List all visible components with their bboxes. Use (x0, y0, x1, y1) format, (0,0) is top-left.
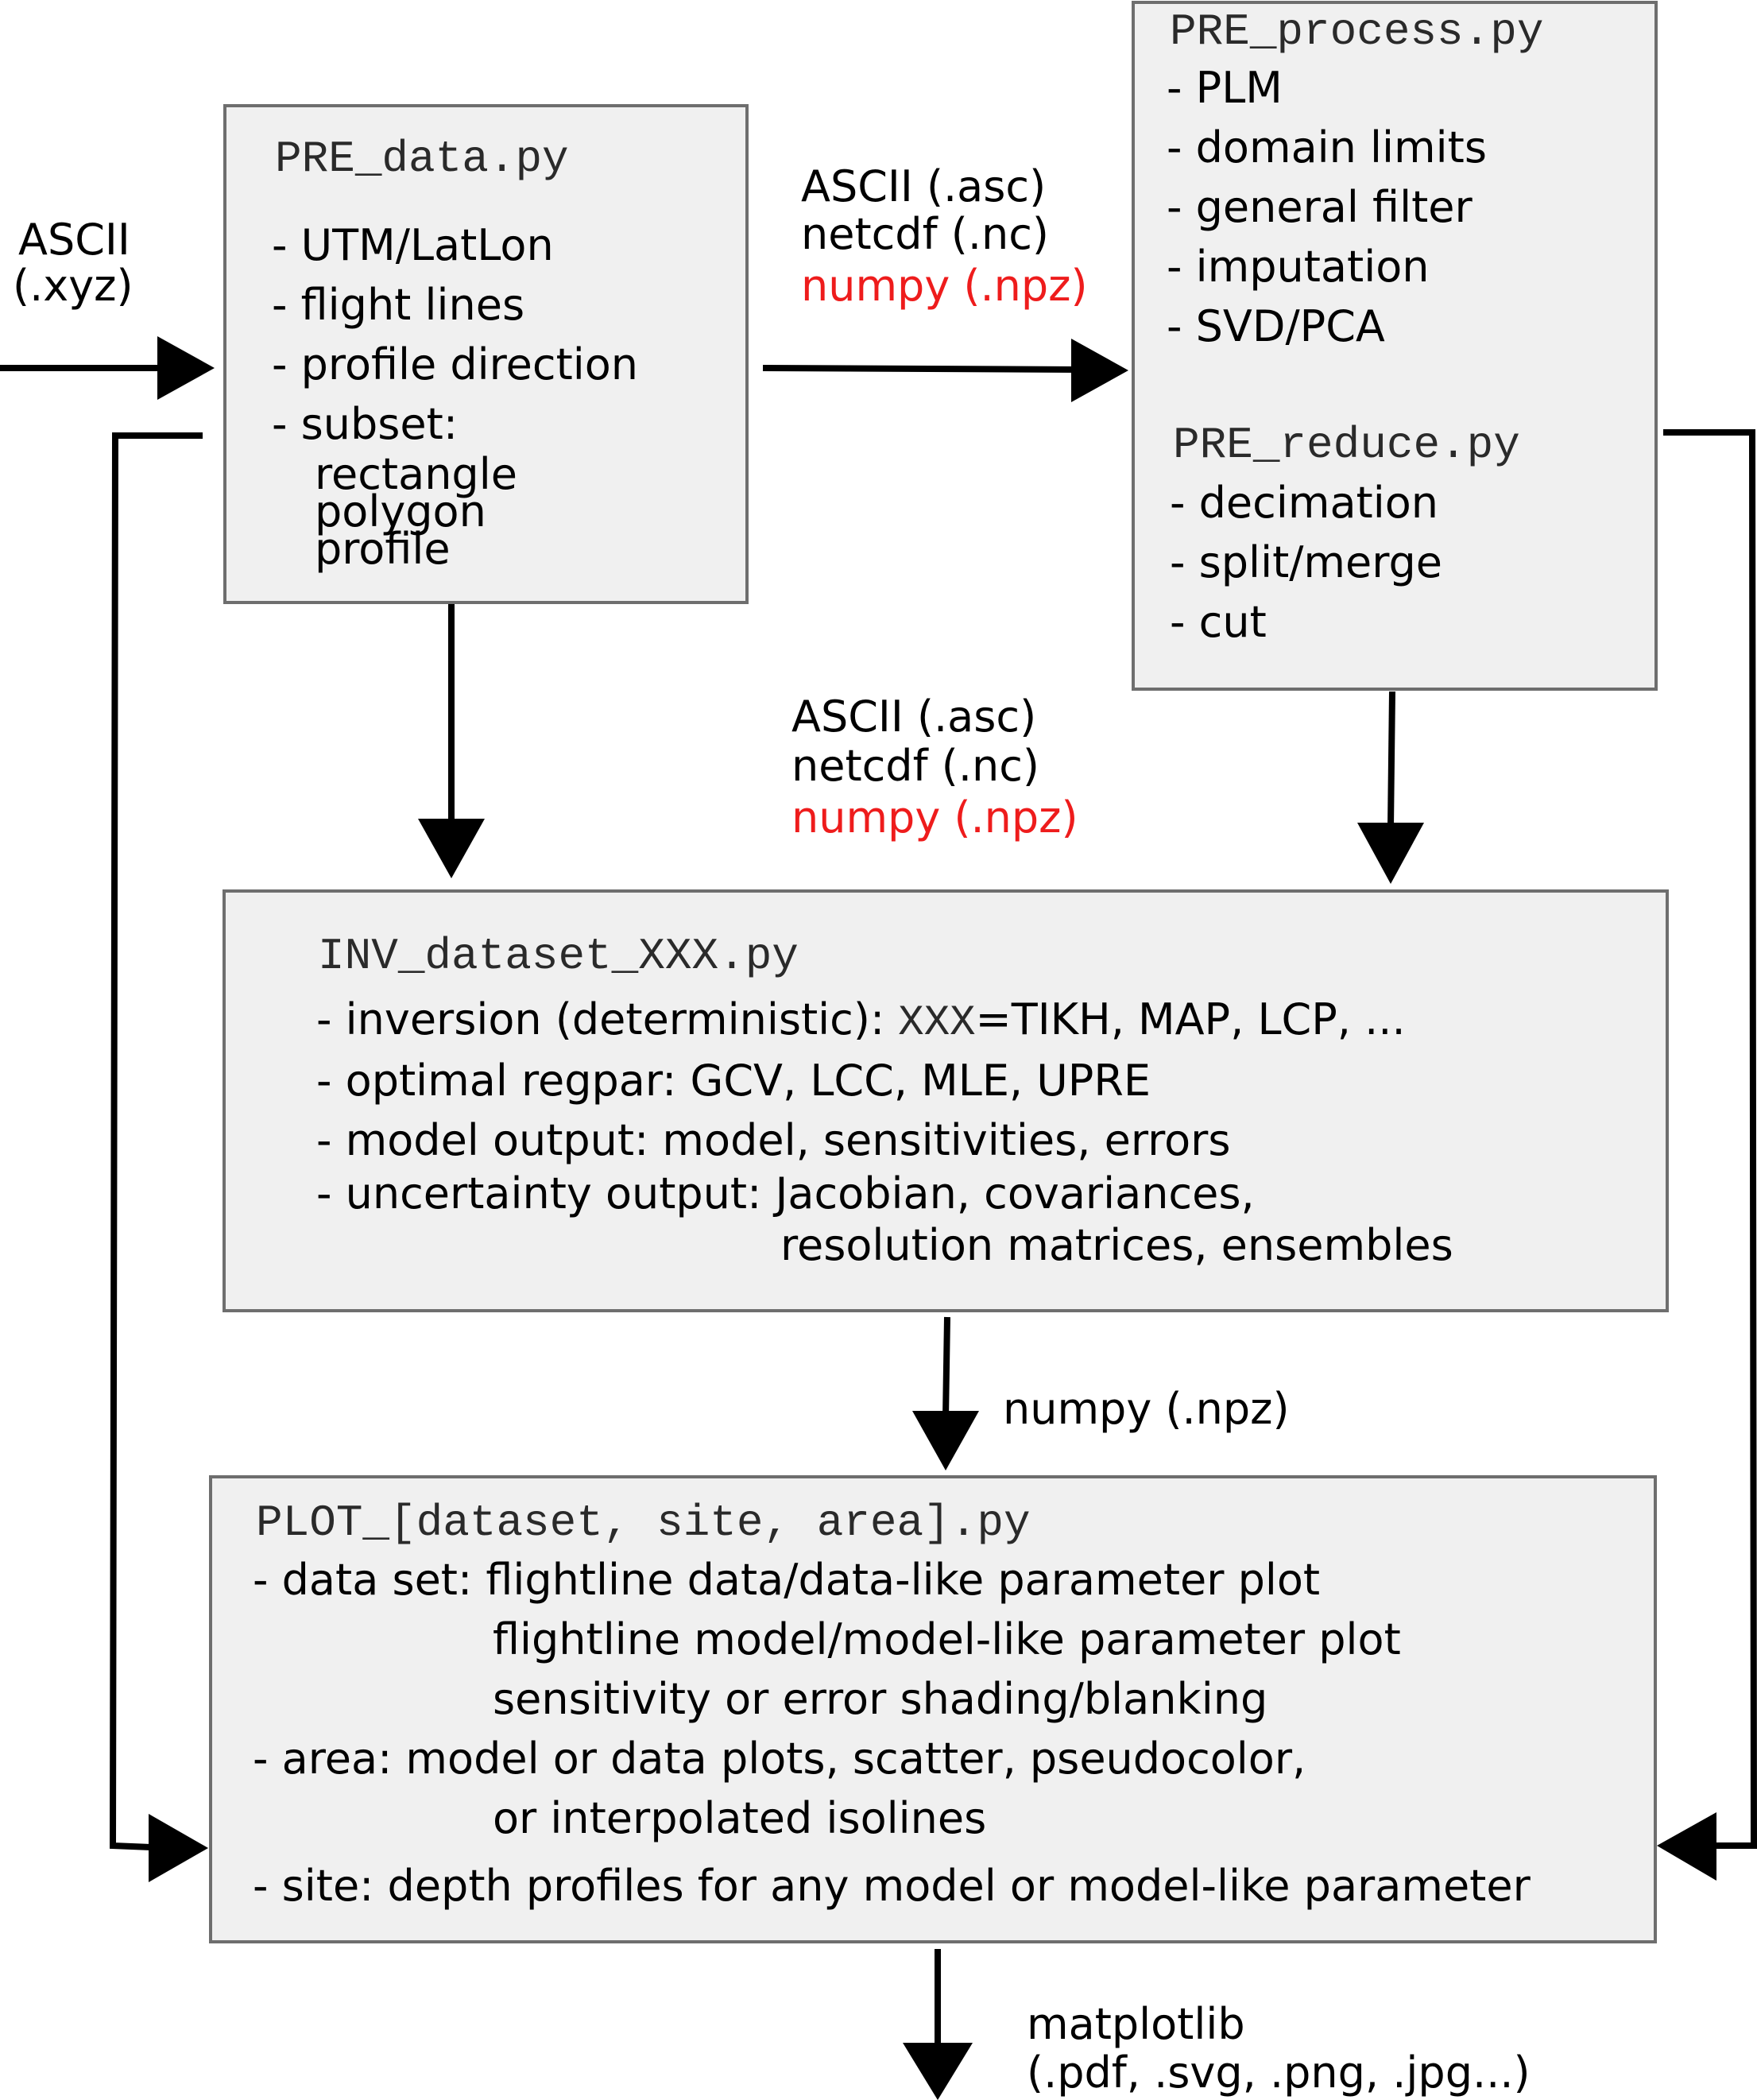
output-label-formats: (.pdf, .svg, .png, .jpg...) (1027, 2048, 1531, 2098)
arrow-pre-data-to-pre-process (762, 365, 1082, 373)
pre-data-box (223, 104, 749, 604)
pre-process-item: - PLM (1167, 63, 1283, 113)
pre-data-item: - profile direction (272, 339, 639, 389)
format-label-ascii: ASCII (.asc) (791, 692, 1037, 742)
arrow-feedback-left (109, 432, 203, 1850)
input-format-label: ASCII (18, 215, 130, 265)
inv-line-inversion: - inversion (deterministic): XXX=TIKH, M… (316, 998, 1406, 1045)
pre-process-item: - general filter (1167, 182, 1473, 232)
inv-box (223, 889, 1669, 1312)
plot-line-site: - site: depth profiles for any model or … (253, 1861, 1531, 1911)
inv-inversion-methods: =TIKH, MAP, LCP, ... (975, 994, 1406, 1044)
pre-process-item: - imputation (1167, 242, 1430, 292)
pre-data-item: - flight lines (272, 280, 525, 330)
format-label-netcdf: netcdf (.nc) (801, 209, 1049, 259)
format-label-numpy: numpy (.npz) (791, 792, 1078, 843)
pre-data-subset-option: profile (315, 524, 451, 574)
pre-reduce-item: - split/merge (1170, 537, 1443, 587)
arrow-inv-to-plot (942, 1316, 950, 1418)
plot-line-dataset-cont: sensitivity or error shading/blanking (493, 1674, 1268, 1724)
plot-box (209, 1475, 1657, 1943)
inv-line-uncertainty: - uncertainty output: Jacobian, covarian… (316, 1168, 1255, 1219)
pre-data-subset-option: polygon (315, 486, 486, 537)
pre-process-title: PRE_process.py (1170, 6, 1544, 57)
pre-reduce-title: PRE_reduce.py (1173, 420, 1520, 471)
pre-data-title: PRE_data.py (275, 134, 569, 184)
arrow-feedback-right (1663, 429, 1757, 1849)
arrow-pre-process-to-inv (1387, 691, 1395, 827)
plot-line-dataset-cont: flightline model/model-like parameter pl… (493, 1614, 1401, 1664)
inv-to-plot-format-label: numpy (.npz) (1003, 1384, 1290, 1434)
output-label-library: matplotlib (1027, 1999, 1245, 2049)
plot-line-area-cont: or interpolated isolines (493, 1793, 987, 1843)
inv-line-model-output: - model output: model, sensitivities, er… (316, 1115, 1231, 1165)
pre-process-item: - SVD/PCA (1167, 301, 1385, 351)
plot-title: PLOT_[dataset, site, area].py (256, 1498, 1031, 1548)
pre-data-subset-option: rectangle (315, 449, 517, 499)
inv-line-uncertainty-cont: resolution matrices, ensembles (780, 1220, 1453, 1270)
pre-reduce-item: - decimation (1170, 478, 1438, 528)
inv-title: INV_dataset_XXX.py (318, 931, 799, 982)
format-label-ascii: ASCII (.asc) (801, 161, 1047, 211)
pre-reduce-item: - cut (1170, 597, 1267, 647)
pre-process-item: - domain limits (1167, 122, 1487, 172)
inv-line-regpar: - optimal regpar: GCV, LCC, MLE, UPRE (316, 1056, 1151, 1106)
format-label-netcdf: netcdf (.nc) (791, 741, 1039, 791)
inv-inversion-label: - inversion (deterministic): (316, 994, 899, 1044)
input-format-ext: (.xyz) (13, 261, 134, 311)
format-label-numpy: numpy (.npz) (801, 261, 1088, 311)
pre-process-box (1132, 1, 1658, 691)
pre-data-item: - subset: (272, 399, 459, 449)
pre-data-item: - UTM/LatLon (272, 220, 554, 270)
plot-line-dataset: - data set: flightline data/data-like pa… (253, 1555, 1321, 1605)
plot-line-area: - area: model or data plots, scatter, ps… (253, 1734, 1306, 1784)
inv-inversion-code: XXX (898, 999, 976, 1048)
